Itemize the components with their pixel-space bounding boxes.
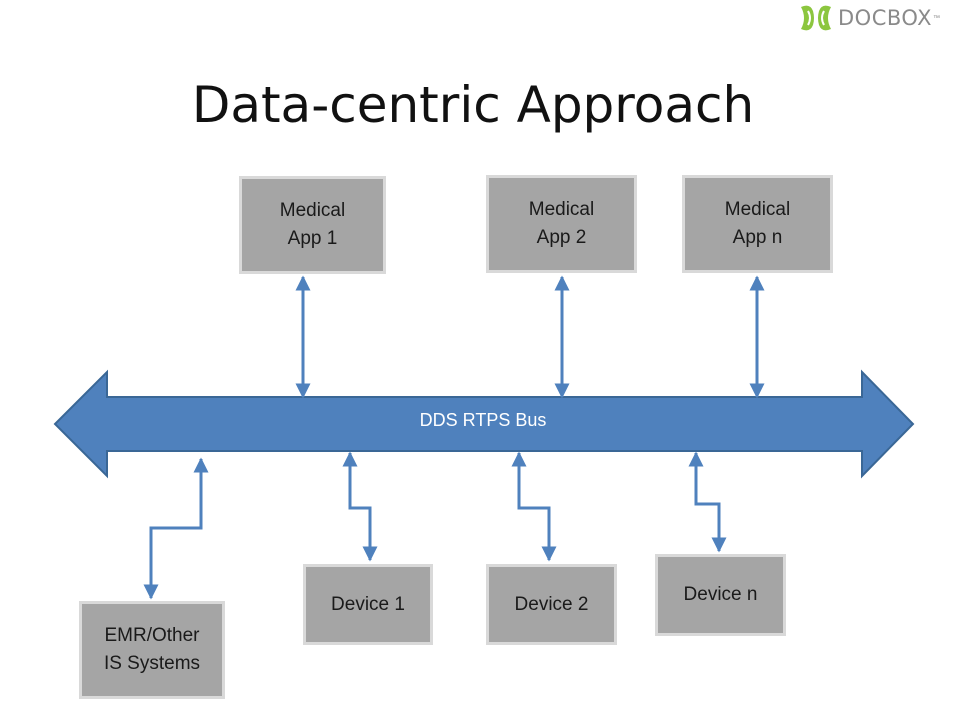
device-n-label: Device n xyxy=(683,584,758,605)
device-2-label: Device 2 xyxy=(514,593,589,615)
connector-emr xyxy=(143,457,209,600)
connector-device-1 xyxy=(342,451,378,562)
emr-systems-label: EMR/Other IS Systems xyxy=(103,625,201,674)
dds-bus-arrow xyxy=(53,369,915,479)
docbox-logo-icon xyxy=(801,5,831,31)
connector-device-n xyxy=(688,451,727,553)
emr-systems-box: EMR/Other IS Systems xyxy=(79,601,225,699)
device-1-label: Device 1 xyxy=(331,593,405,615)
bus-label: DDS RTPS Bus xyxy=(419,410,547,430)
medical-app-2-label: Medical App 2 xyxy=(528,199,595,248)
medical-app-n-box: Medical App n xyxy=(682,175,833,273)
medical-app-1-label: Medical App 1 xyxy=(279,200,346,249)
brand-trademark: ™ xyxy=(932,14,940,22)
medical-app-n-label: Medical App n xyxy=(724,199,791,248)
docbox-logo: DOCBOX ™ xyxy=(798,0,958,36)
medical-app-2-box: Medical App 2 xyxy=(486,175,637,273)
page-title: Data-centric Approach xyxy=(191,76,755,134)
medical-app-1-box: Medical App 1 xyxy=(239,176,386,274)
device-n-box: Device n xyxy=(655,554,786,636)
device-2-box: Device 2 xyxy=(486,564,617,645)
connector-device-2 xyxy=(511,451,557,562)
device-1-box: Device 1 xyxy=(303,564,433,645)
brand-name: DOCBOX xyxy=(838,6,932,30)
